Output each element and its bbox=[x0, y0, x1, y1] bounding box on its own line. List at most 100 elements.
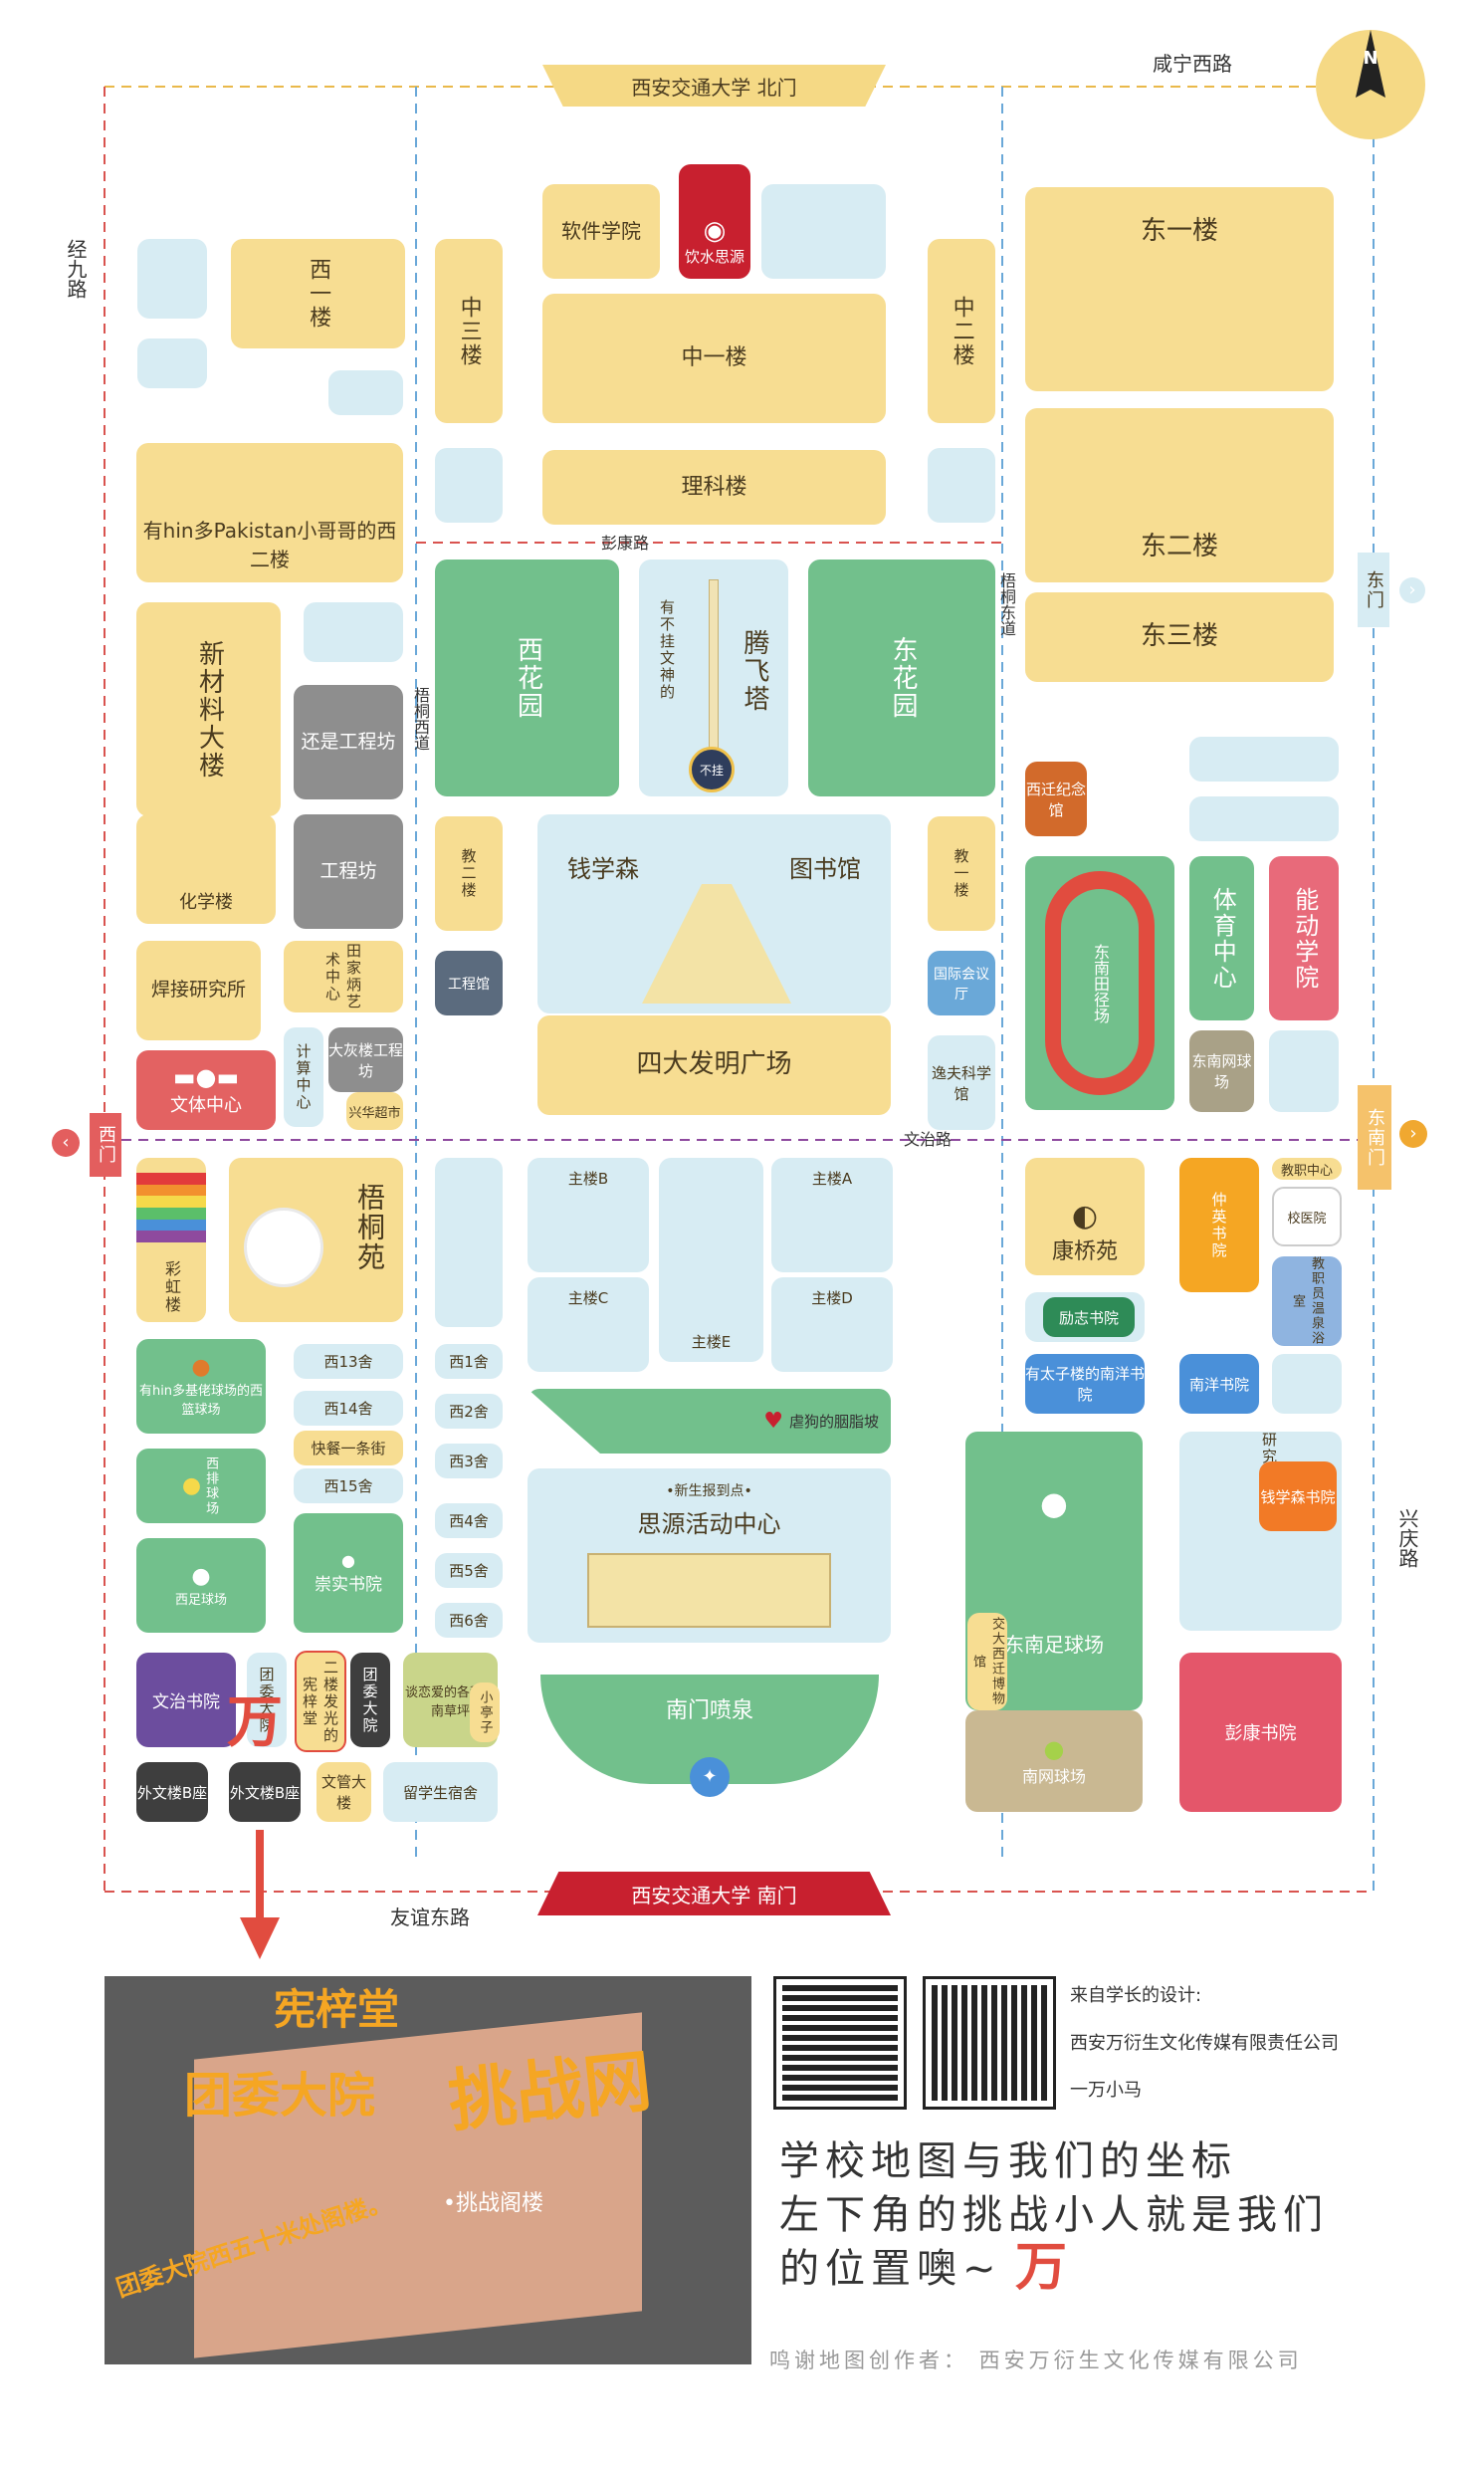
block-lightblue bbox=[137, 338, 207, 388]
xi-4-dorm[interactable]: 西4舍 bbox=[435, 1503, 503, 1538]
wu-tong-yuan-canteen[interactable]: 梧桐苑 bbox=[229, 1158, 403, 1322]
dong-nan-track-field[interactable]: 东南田径场 bbox=[1025, 856, 1174, 1110]
welding-institute[interactable]: 焊接研究所 bbox=[136, 941, 261, 1040]
si-yuan-activity-center[interactable]: •新生报到点• 思源活动中心 bbox=[528, 1468, 891, 1643]
southeast-arrow-icon: › bbox=[1399, 1120, 1427, 1148]
xi-volleyball-court[interactable]: ● 西排球场 bbox=[136, 1449, 266, 1523]
hospital[interactable]: 校医院 bbox=[1272, 1187, 1342, 1246]
tennis-ball-icon: ● bbox=[1043, 1735, 1065, 1763]
gong-cheng-guan[interactable]: 工程馆 bbox=[435, 951, 503, 1015]
road-label-south: 友谊东路 bbox=[390, 1905, 470, 1929]
yi-fu-science-hall[interactable]: 逸夫科学馆 bbox=[928, 1035, 995, 1130]
cai-hong-building[interactable]: 彩虹楼 bbox=[136, 1158, 206, 1322]
energy-power-college[interactable]: 能动学院 bbox=[1269, 856, 1339, 1020]
tuan-wei-yard-left[interactable]: 团委大院 bbox=[247, 1653, 287, 1747]
east-gate[interactable]: 东门 bbox=[1358, 553, 1389, 627]
main-building-c[interactable]: 主楼C bbox=[528, 1277, 649, 1372]
main-building-a[interactable]: 主楼A bbox=[771, 1158, 893, 1272]
xi-er-building[interactable]: 有hin多Pakistan小哥哥的西二楼 bbox=[136, 443, 403, 582]
dong-er-building[interactable]: 东二楼 bbox=[1025, 408, 1334, 582]
nan-yang-college-prince[interactable]: 有太子楼的南洋书院 bbox=[1025, 1354, 1145, 1414]
wen-ti-center[interactable]: ▬●▬ 文体中心 bbox=[136, 1050, 276, 1130]
xin-cai-building[interactable]: 新材料大楼 bbox=[136, 602, 281, 816]
jiao-er-building[interactable]: 教二楼 bbox=[435, 816, 503, 931]
small-pavilion[interactable]: 小亭子 bbox=[470, 1682, 500, 1742]
sports-center[interactable]: 体育中心 bbox=[1189, 856, 1254, 1020]
software-college[interactable]: 软件学院 bbox=[542, 184, 660, 279]
jiao-yi-building[interactable]: 教一楼 bbox=[928, 816, 995, 931]
south-gate[interactable]: 西安交通大学 南门 bbox=[537, 1872, 891, 1915]
block-lightblue bbox=[137, 239, 207, 319]
zhong-san-building[interactable]: 中三楼 bbox=[435, 239, 503, 423]
west-gate[interactable]: 西门 bbox=[90, 1113, 121, 1177]
challenge-logo-icon: 万 bbox=[1015, 2237, 1068, 2298]
xi-hua-yuan-garden[interactable]: 西花园 bbox=[435, 560, 619, 796]
tuan-wei-yard-right[interactable]: 团委大院 bbox=[350, 1653, 390, 1747]
xi-qian-museum[interactable]: 交大西迁博物馆 bbox=[967, 1613, 1007, 1710]
new-student-point: •新生报到点• bbox=[666, 1483, 752, 1499]
chemistry-building[interactable]: 化学楼 bbox=[136, 814, 276, 924]
li-ke-building[interactable]: 理科楼 bbox=[542, 450, 886, 525]
zhong-ying-college[interactable]: 仲英书院 bbox=[1179, 1158, 1259, 1292]
photo-tag-attic: •挑战阁楼 bbox=[443, 2191, 543, 2216]
qr-code-2[interactable] bbox=[923, 1976, 1056, 2110]
wai-wen-b-right[interactable]: 外文楼B座 bbox=[229, 1762, 301, 1822]
xi-15-dorm[interactable]: 西15舍 bbox=[294, 1468, 403, 1503]
dong-hua-yuan-garden[interactable]: 东花园 bbox=[808, 560, 995, 796]
main-building-d[interactable]: 主楼D bbox=[771, 1277, 893, 1372]
li-zhi-college[interactable]: 励志书院 bbox=[1025, 1292, 1145, 1342]
south-tennis-court[interactable]: ● 南网球场 bbox=[965, 1710, 1143, 1812]
xi-5-dorm[interactable]: 西5舍 bbox=[435, 1553, 503, 1588]
fast-food-street[interactable]: 快餐一条街 bbox=[294, 1431, 403, 1465]
challenger-marker-icon: 万 bbox=[227, 1689, 283, 1755]
yin-shui-si-yuan-monument[interactable]: ◉ 饮水思源 bbox=[679, 164, 750, 279]
dong-san-building[interactable]: 东三楼 bbox=[1025, 592, 1334, 682]
south-gate-fountain[interactable]: 南门喷泉 bbox=[540, 1675, 879, 1784]
zhong-yi-building[interactable]: 中一楼 bbox=[542, 294, 886, 423]
xi-6-dorm[interactable]: 西6舍 bbox=[435, 1603, 503, 1638]
nue-gou-slope[interactable]: ♥ 虐狗的胭脂坡 bbox=[528, 1389, 891, 1454]
xi-2-dorm[interactable]: 西2舍 bbox=[435, 1394, 503, 1429]
wai-wen-b-left[interactable]: 外文楼B座 bbox=[136, 1762, 208, 1822]
hot-spring-bath[interactable]: 教职员温泉浴室 bbox=[1272, 1256, 1342, 1346]
heart-icon: ♥ bbox=[763, 1409, 783, 1434]
teng-fei-tower-plaza[interactable]: 有不挂文神的 腾飞塔 不挂 bbox=[639, 560, 788, 796]
xi-13-dorm[interactable]: 西13舍 bbox=[294, 1344, 403, 1379]
staff-center[interactable]: 教职中心 bbox=[1272, 1158, 1342, 1180]
tian-jia-bing-art-center[interactable]: 田家炳艺术中心 bbox=[284, 941, 403, 1012]
qian-xue-sen-college[interactable]: 钱学森书院 bbox=[1259, 1461, 1337, 1531]
computing-center[interactable]: 计算中心 bbox=[284, 1027, 323, 1127]
southeast-gate[interactable]: 东南门 bbox=[1358, 1085, 1391, 1190]
xi-qian-memorial[interactable]: 西迁纪念馆 bbox=[1025, 762, 1087, 836]
huan-shi-gong-cheng-fang[interactable]: 还是工程坊 bbox=[294, 685, 403, 799]
xi-3-dorm[interactable]: 西3舍 bbox=[435, 1444, 503, 1478]
library[interactable]: 钱学森 图书馆 bbox=[537, 814, 891, 1013]
da-hui-lou[interactable]: 大灰楼工程坊 bbox=[328, 1027, 403, 1092]
main-building-b[interactable]: 主楼B bbox=[528, 1158, 649, 1272]
main-building-e[interactable]: 主楼E bbox=[659, 1158, 763, 1362]
xian-zi-tang[interactable]: 二楼发光的宪梓堂 bbox=[295, 1651, 346, 1752]
nan-yang-college[interactable]: 南洋书院 bbox=[1179, 1354, 1259, 1414]
gong-cheng-fang[interactable]: 工程坊 bbox=[294, 814, 403, 929]
xi-1-dorm[interactable]: 西1舍 bbox=[435, 1344, 503, 1379]
international-conference-hall[interactable]: 国际会议厅 bbox=[928, 951, 995, 1015]
slogan-line-1: 学校地图与我们的坐标 bbox=[779, 2138, 1237, 2184]
wen-guan-building[interactable]: 文管大楼 bbox=[317, 1762, 371, 1822]
chong-shi-college[interactable]: ● 崇实书院 bbox=[294, 1513, 403, 1633]
peng-kang-college[interactable]: 彭康书院 bbox=[1179, 1653, 1342, 1812]
zhong-er-building[interactable]: 中二楼 bbox=[928, 239, 995, 423]
xi-yi-building[interactable]: 西一楼 bbox=[231, 239, 405, 348]
thanks-credit: 鸣谢地图创作者： 西安万衍生文化传媒有限公司 bbox=[769, 2349, 1303, 2372]
dong-nan-tennis[interactable]: 东南网球场 bbox=[1189, 1030, 1254, 1112]
dong-yi-building[interactable]: 东一楼 bbox=[1025, 187, 1334, 391]
qr-code-1[interactable] bbox=[773, 1976, 907, 2110]
wen-zhi-college[interactable]: 文治书院 bbox=[136, 1653, 236, 1747]
xi-basketball-court[interactable]: ● 有hin多基佬球场的西篮球场 bbox=[136, 1339, 266, 1434]
si-da-fa-ming-square[interactable]: 四大发明广场 bbox=[537, 1015, 891, 1115]
xi-14-dorm[interactable]: 西14舍 bbox=[294, 1391, 403, 1426]
kang-qiao-yuan-canteen[interactable]: ◐ 康桥苑 bbox=[1025, 1158, 1145, 1275]
international-student-dorm[interactable]: 留学生宿舍 bbox=[383, 1762, 498, 1822]
north-gate[interactable]: 西安交通大学 北门 bbox=[542, 65, 886, 107]
xing-hua-supermarket[interactable]: 兴华超市 bbox=[346, 1092, 403, 1130]
xi-football-field[interactable]: ● 西足球场 bbox=[136, 1538, 266, 1633]
